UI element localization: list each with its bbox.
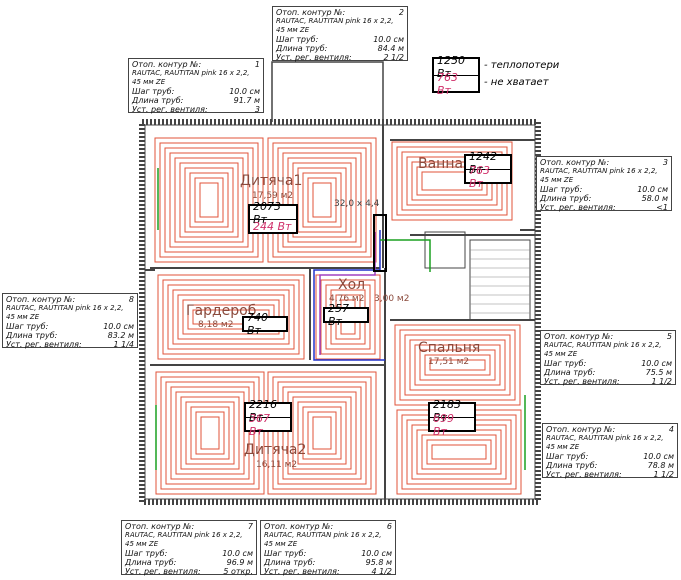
coil-dytiacha2-b: [267, 371, 377, 495]
coil-khol: [315, 274, 381, 360]
room-area-spalnia: 17,51 м2: [428, 357, 470, 367]
circuit-box-5: Отоп. контур №:5 RAUTAC, RAUTITAN pink 1…: [540, 330, 676, 386]
outer-wall: [139, 119, 541, 505]
room-area-dytiacha2: 16,11 м2: [256, 460, 298, 470]
stairs: [469, 239, 531, 321]
coil-dytiacha2-a: [155, 371, 265, 495]
room-area-dytiacha1: 17,59 м2: [252, 191, 294, 201]
legend-box: 1250 Вт 763 Вт: [432, 54, 480, 97]
room-name-vanna: Ванна: [418, 156, 464, 172]
dimension-label: 32,0 x 4,4: [334, 199, 380, 209]
room-name-garderob: Гардероб: [186, 303, 257, 319]
coil-dytiacha1-a: [154, 137, 264, 263]
room-name-dytiacha2: Дитяча2: [244, 442, 307, 458]
circuit-box-7: Отоп. контур №:7 RAUTAC, RAUTITAN pink 1…: [121, 520, 257, 576]
outer-wall-inner: [144, 124, 536, 500]
coil-spalnia-2: [396, 409, 522, 495]
circuit-box-3: Отоп. контур №:3 RAUTAC, RAUTITAN pink 1…: [536, 156, 672, 212]
coil-vanna: [391, 141, 513, 221]
circuit-box-8: Отоп. контур №:8 RAUTAC, RAUTITAN pink 1…: [2, 293, 138, 349]
legend-deficit-value: 763 Вт: [434, 71, 478, 97]
coil-spalnia: [394, 324, 521, 406]
power-box-garderob: 740 Вт: [242, 311, 288, 337]
green-line: [380, 239, 431, 272]
manifold: [373, 214, 387, 272]
circuit-box-4: Отоп. контур №:4 RAUTAC, RAUTITAN pink 1…: [542, 423, 678, 479]
room-area-garderob: 8,18 м2: [198, 320, 234, 330]
circuit-box-1: Отоп. контур №:1 RAUTAC, RAUTITAN pink 1…: [128, 58, 264, 114]
room-name-khol: Хол: [338, 277, 366, 293]
legend-heat-loss-text: - теплопотери: [484, 60, 560, 71]
power-box-khol: 257 Вт: [323, 302, 369, 328]
balcony-outline: [271, 61, 384, 122]
circuit-box-2: Отоп. контур №:2 RAUTAC, RAUTITAN pink 1…: [272, 6, 408, 62]
room-name-dytiacha1: Дитяча1: [240, 173, 303, 189]
circuit-box-6: Отоп. контур №:6 RAUTAC, RAUTITAN pink 1…: [260, 520, 396, 576]
bath-fixture: [424, 231, 466, 269]
legend-deficit-text: - не хватает: [484, 77, 549, 88]
hall-area-2: 3,00 м2: [374, 294, 410, 304]
room-name-spalnia: Спальня: [418, 340, 481, 356]
coil-dytiacha1-b: [267, 137, 377, 263]
supply-line: [313, 230, 385, 361]
room-area-khol: 4,76 м2: [329, 294, 365, 304]
